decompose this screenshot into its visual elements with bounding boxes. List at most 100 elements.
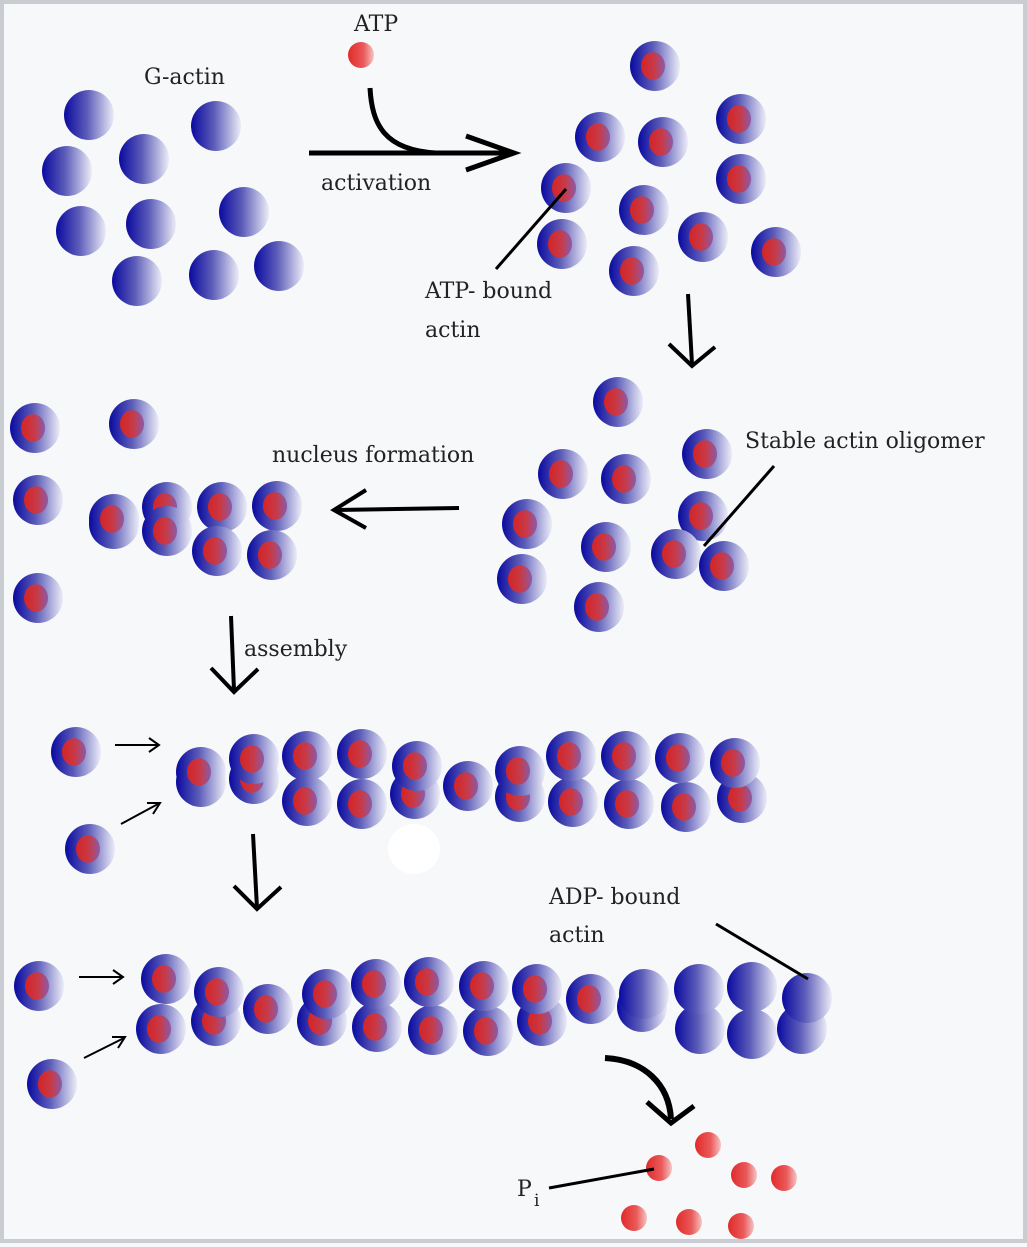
phosphate-dot (621, 1205, 647, 1231)
atp-bound-actin (541, 163, 591, 213)
released-phosphate (676, 1209, 702, 1235)
atp-label: ATP (353, 12, 398, 37)
actin-body (189, 250, 239, 300)
actin-body (219, 187, 269, 237)
free-atp-actin (10, 403, 60, 453)
atp-core (24, 486, 48, 514)
phosphate-dot (771, 1165, 797, 1191)
atp-core (313, 980, 337, 1008)
atp-core (620, 257, 644, 285)
atp-core (721, 749, 745, 777)
g-actin-monomer (112, 256, 162, 306)
adp-bound-label-line1: ADP- bound (548, 885, 680, 910)
atp-core (258, 541, 282, 569)
atp-core (348, 790, 372, 818)
atp-core (689, 223, 713, 251)
atp-core (615, 790, 639, 818)
filament-actin (337, 729, 387, 779)
atp-core (552, 174, 576, 202)
actin-body (674, 964, 724, 1014)
atp-core (762, 238, 786, 266)
released-phosphate (731, 1162, 757, 1188)
atp-core (470, 972, 494, 1000)
adp-actin (674, 964, 724, 1014)
filament-actin (443, 761, 493, 811)
atp-core (693, 440, 717, 468)
atp-core (586, 123, 610, 151)
g-actin-monomer (219, 187, 269, 237)
atp-bound-actin (609, 246, 659, 296)
pi-label: P (517, 1177, 532, 1202)
atp-core (523, 975, 547, 1003)
oligomer-actin (682, 429, 732, 479)
adp-actin (727, 1009, 777, 1059)
atp-bound-actin (575, 112, 625, 162)
atp-core (727, 105, 751, 133)
atp-core (454, 772, 478, 800)
atp-core (293, 787, 317, 815)
filament-actin (655, 733, 705, 783)
pi-release-arrow (605, 1058, 694, 1123)
adp-actin (619, 969, 669, 1019)
free-atp-actin (109, 399, 159, 449)
atp-core (205, 978, 229, 1006)
filament-actin (352, 1002, 402, 1052)
filament-actin (601, 731, 651, 781)
atp-core (612, 742, 636, 770)
actin-body (254, 241, 304, 291)
actin-body (782, 973, 832, 1023)
nucleus-actin (247, 530, 297, 580)
assembly-label: assembly (244, 637, 348, 662)
atp-core (187, 758, 211, 786)
incoming-actin (65, 824, 115, 874)
nucleus-actin (192, 526, 242, 576)
actin-body (112, 256, 162, 306)
filament-actin (176, 747, 226, 797)
free-atp-actin (13, 475, 63, 525)
actin-body (42, 146, 92, 196)
atp-core (474, 1017, 498, 1045)
filament-actin (495, 746, 545, 796)
filament-actin (512, 964, 562, 1014)
phosphate-dot (728, 1213, 754, 1239)
phosphate-dot (348, 42, 374, 68)
atp-core (612, 465, 636, 493)
atp-core (710, 552, 734, 580)
activation-label: activation (321, 171, 431, 196)
atp-core (662, 540, 686, 568)
oligomer-actin (651, 529, 701, 579)
g-actin-monomer (126, 199, 176, 249)
atp-core (549, 460, 573, 488)
atp-core (689, 502, 713, 530)
atp-core (557, 742, 581, 770)
atp-bound-actin (630, 41, 680, 91)
atp-core (585, 593, 609, 621)
filament-actin (661, 782, 711, 832)
atp-core (592, 533, 616, 561)
g-actin-monomer (42, 146, 92, 196)
oligomer-actin (581, 522, 631, 572)
filament-actin (404, 957, 454, 1007)
actin-body (64, 90, 114, 140)
oligomer-actin (502, 499, 552, 549)
actin-body (727, 962, 777, 1012)
atp-core (403, 752, 427, 780)
actin-body (56, 206, 106, 256)
atp-core (24, 584, 48, 612)
filament-actin (141, 954, 191, 1004)
atp-bound-label-line1: ATP- bound (424, 279, 552, 304)
filament-actin (351, 959, 401, 1009)
atp-core (203, 537, 227, 565)
atp-core (630, 196, 654, 224)
atp-core (147, 1015, 171, 1043)
atp-bound-actin (716, 154, 766, 204)
g-actin-monomer (254, 241, 304, 291)
nucleus-formation-label: nucleus formation (272, 443, 474, 468)
atp-bound-actin (638, 117, 688, 167)
filament-actin (282, 776, 332, 826)
atp-molecule (348, 42, 374, 68)
atp-core (672, 793, 696, 821)
nucleus-actin (142, 506, 192, 556)
stable-oligomer-label: Stable actin oligomer (745, 429, 985, 454)
atp-core (666, 744, 690, 772)
